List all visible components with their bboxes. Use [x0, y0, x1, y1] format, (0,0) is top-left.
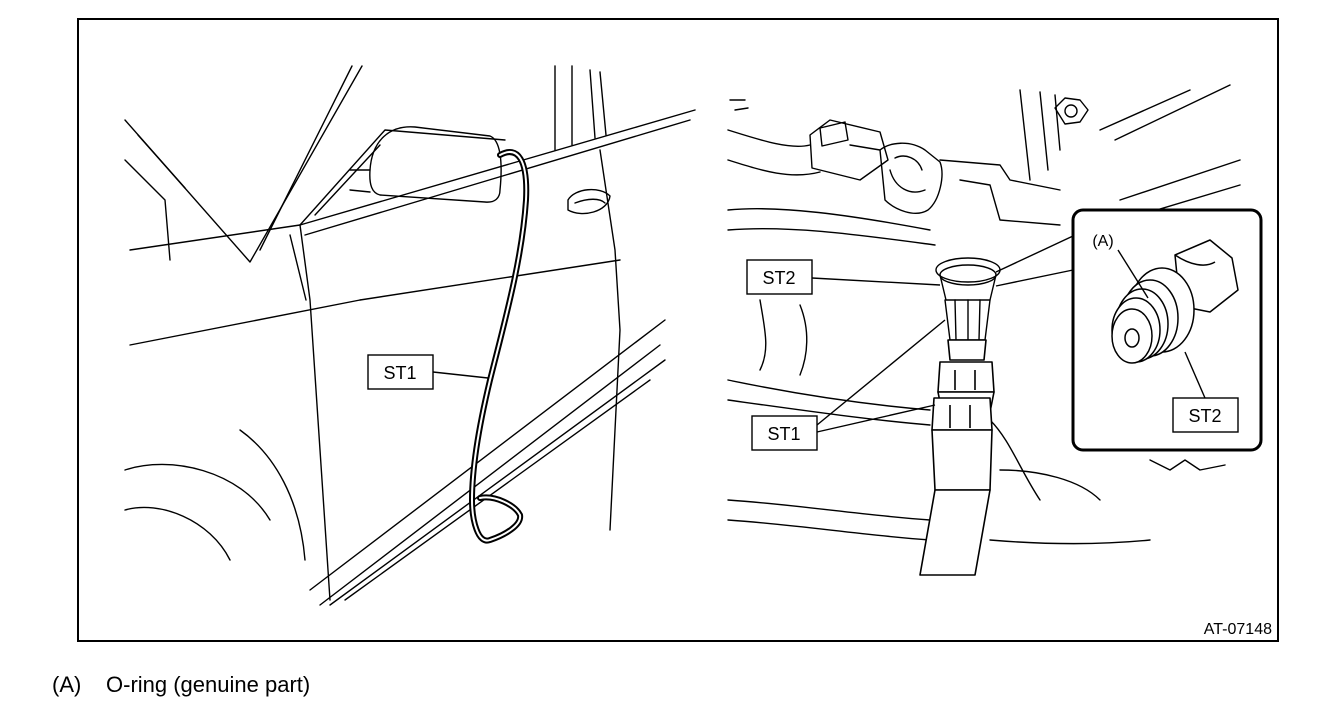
figure-frame	[77, 18, 1279, 642]
legend-key: (A)	[52, 672, 82, 697]
callout-st2-right: ST2	[746, 259, 941, 295]
legend-text: O-ring (genuine part)	[106, 672, 311, 697]
callout-st2-right-text: ST2	[762, 268, 795, 288]
adapter-st2-drawing	[1111, 239, 1239, 364]
inset-leader	[995, 235, 1074, 287]
transmission-drawing	[727, 84, 1241, 545]
st1-hose-right	[919, 339, 995, 576]
callout-st1-left: ST1	[367, 354, 489, 390]
legend: (A) O-ring (genuine part)	[52, 672, 310, 698]
car-door-drawing	[124, 65, 696, 606]
callout-st1-right-text: ST1	[767, 424, 800, 444]
st2-inset-leader	[1184, 351, 1206, 399]
callout-a-text: (A)	[1092, 233, 1113, 250]
callout-st1-right: ST1	[751, 319, 946, 451]
o-ring-leader	[1117, 249, 1149, 299]
callout-st2-inset-box	[1172, 397, 1239, 433]
detail-inset: (A) ST2	[1071, 208, 1263, 452]
callout-st2-inset-text: ST2	[1188, 406, 1221, 426]
callout-st1-left-text: ST1	[383, 363, 416, 383]
reference-code: AT-07148	[1204, 621, 1272, 638]
